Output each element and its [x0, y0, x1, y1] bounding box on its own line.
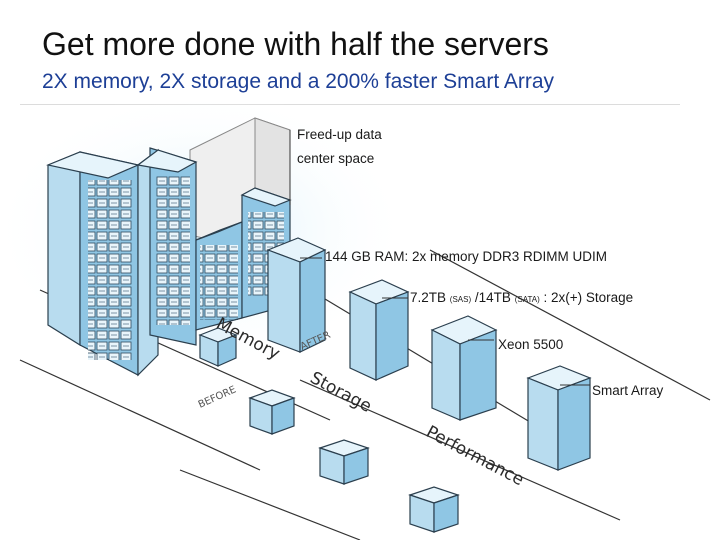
- callout-lines: [289, 130, 590, 386]
- smart-array-cube: [526, 365, 592, 471]
- slide-subtitle: 2X memory, 2X storage and a 200% faster …: [42, 70, 555, 93]
- label-smart-array: Smart Array: [592, 383, 664, 398]
- slide-title: Get more done with half the servers: [42, 26, 549, 62]
- label-xeon: Xeon 5500: [498, 337, 564, 352]
- server-illustration: BEFORE AFTER: [0, 100, 711, 540]
- label-ram: 144 GB RAM: 2x memory DDR3 RDIMM UDIM: [325, 249, 608, 264]
- ram-cube: [266, 237, 327, 353]
- before-cube-1: [198, 327, 238, 367]
- before-cube-4: [408, 486, 460, 533]
- title-divider: [20, 104, 680, 105]
- server-rack-short: [195, 221, 243, 331]
- server-rack-medium: [136, 147, 198, 377]
- label-freed-space: Freed-up data center space: [297, 127, 382, 166]
- before-cube-2: [248, 389, 296, 435]
- server-rack-large: [45, 151, 140, 376]
- before-cube-3: [318, 439, 370, 485]
- storage-cube: [348, 279, 410, 381]
- label-storage: 7.2TB (SAS) /14TB (SATA) : 2x(+) Storage: [410, 290, 634, 305]
- floor-before: BEFORE: [197, 384, 238, 410]
- xeon-cube: [430, 315, 498, 421]
